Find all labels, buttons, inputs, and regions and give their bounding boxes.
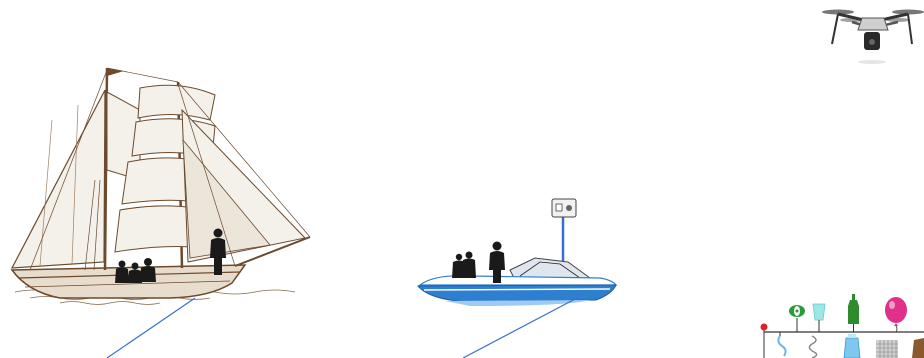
sailing-ship bbox=[12, 68, 310, 305]
straw-icon bbox=[778, 332, 785, 356]
twist-tie-icon bbox=[809, 336, 816, 358]
pouch-icon bbox=[912, 338, 924, 358]
person-silhouette bbox=[128, 263, 142, 284]
can-icon bbox=[789, 305, 805, 332]
sensor-camera-icon bbox=[552, 199, 576, 217]
drone-rotor bbox=[892, 10, 924, 15]
ship-tether-line bbox=[107, 298, 195, 358]
ship-main-sail bbox=[12, 90, 105, 268]
drone-body bbox=[858, 18, 888, 30]
speedboat-tether-line bbox=[463, 298, 577, 358]
drone bbox=[822, 10, 924, 65]
person-silhouette bbox=[140, 258, 156, 282]
floating-debris-line bbox=[761, 294, 924, 358]
ship-flag bbox=[107, 68, 124, 76]
person-silhouette bbox=[115, 261, 129, 284]
speedboat-hull bbox=[418, 285, 616, 302]
drone-rotor bbox=[822, 10, 854, 15]
balloon-icon bbox=[885, 297, 907, 332]
ship-fore-sail-1 bbox=[138, 85, 215, 120]
person-silhouette bbox=[452, 254, 466, 278]
speedboat bbox=[418, 199, 616, 306]
cup-icon bbox=[813, 304, 825, 332]
bottle-icon bbox=[848, 294, 859, 332]
marker-buoy-icon bbox=[761, 324, 768, 337]
plastic-bag-icon bbox=[844, 334, 860, 358]
net-icon bbox=[876, 340, 898, 358]
